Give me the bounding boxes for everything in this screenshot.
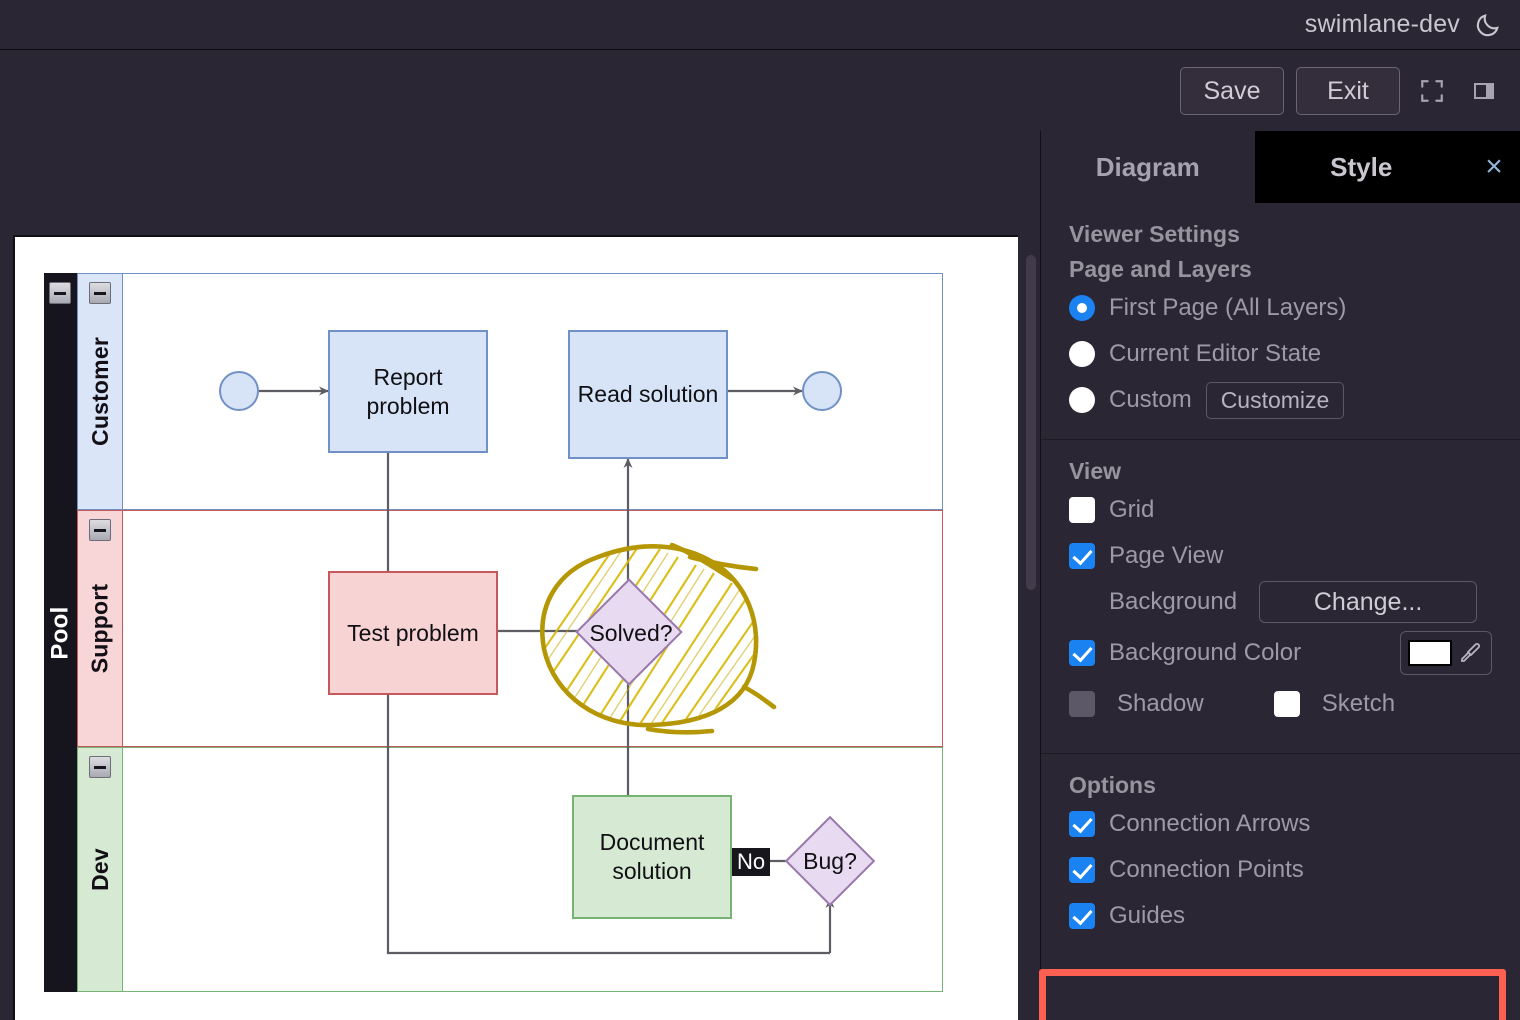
eyedropper-icon[interactable] [1458, 641, 1482, 665]
checkbox-label-page-view: Page View [1109, 542, 1224, 569]
background-label: Background [1109, 588, 1238, 615]
lane-support[interactable]: Support [77, 510, 943, 747]
report-problem-line1: Report [373, 363, 443, 390]
panel-toggle-icon[interactable] [1464, 69, 1504, 113]
page-and-layers-heading: Page and Layers [1069, 256, 1252, 282]
background-color-label: Background Color [1109, 639, 1302, 666]
checkbox-label-shadow: Shadow [1117, 690, 1204, 717]
lane-collapse-dev[interactable] [89, 756, 111, 778]
row-background: Background Change... [1069, 579, 1492, 625]
radio-label-current-editor-state: Current Editor State [1109, 340, 1322, 367]
lane-header-dev[interactable]: Dev [78, 748, 123, 991]
document-solution-line2: solution [612, 858, 692, 884]
row-shadow-sketch[interactable]: Shadow Sketch [1069, 681, 1492, 727]
checkbox-row-guides[interactable]: Guides [1069, 893, 1492, 939]
test-problem-node[interactable]: Test problem [328, 571, 498, 695]
close-icon[interactable]: × [1468, 131, 1520, 203]
checkbox-sketch[interactable] [1273, 691, 1300, 717]
panel-tabs: Diagram Style × [1041, 131, 1520, 203]
tab-style[interactable]: Style [1254, 131, 1468, 203]
background-color-swatch[interactable] [1408, 640, 1452, 666]
lane-header-support[interactable]: Support [78, 511, 123, 746]
document-solution-node[interactable]: Document solution [572, 795, 732, 919]
checkbox-background-color[interactable] [1069, 640, 1095, 666]
checkbox-guides[interactable] [1069, 903, 1095, 929]
bug-decision-label: Bug? [803, 847, 857, 874]
viewer-settings-heading: Viewer Settings [1069, 221, 1240, 247]
checkbox-connection-points[interactable] [1069, 857, 1095, 883]
report-problem-line2: problem [366, 392, 450, 419]
background-change-button[interactable]: Change... [1259, 581, 1478, 623]
read-solution-label: Read solution [577, 381, 719, 408]
radio-first-page[interactable] [1069, 295, 1095, 321]
radio-current-editor-state[interactable] [1069, 341, 1095, 367]
checkbox-connection-arrows[interactable] [1069, 811, 1095, 837]
lane-label-dev: Dev [86, 848, 113, 891]
save-button[interactable]: Save [1180, 67, 1284, 115]
radio-custom[interactable] [1069, 387, 1095, 413]
page-title: swimlane-dev [1304, 10, 1460, 38]
section-view: View Grid Page View Background Change...… [1039, 440, 1520, 1020]
checkbox-label-sketch: Sketch [1321, 690, 1396, 717]
start-event[interactable] [219, 371, 259, 411]
solved-decision-label: Solved? [589, 619, 673, 646]
section-options: Options Connection Arrows Connection Poi… [1041, 754, 1520, 955]
checkbox-page-view[interactable] [1069, 543, 1095, 569]
format-panel: Diagram Style × Viewer Settings Page and… [1039, 131, 1520, 1020]
moon-icon[interactable] [1474, 11, 1502, 39]
canvas-vertical-scrollbar[interactable] [1026, 255, 1036, 590]
report-problem-node[interactable]: Report problem [328, 330, 488, 453]
end-event[interactable] [802, 371, 842, 411]
pool-collapse-button[interactable] [49, 282, 71, 304]
lane-header-customer[interactable]: Customer [78, 274, 123, 509]
radio-row-first-page[interactable]: First Page (All Layers) [1069, 285, 1492, 331]
radio-row-custom[interactable]: Custom Customize [1069, 377, 1492, 423]
radio-label-custom: Custom [1109, 386, 1192, 413]
fullscreen-icon[interactable] [1412, 69, 1452, 113]
checkbox-label-connection-points: Connection Points [1109, 856, 1304, 883]
radio-row-current-editor-state[interactable]: Current Editor State [1069, 331, 1492, 377]
checkbox-label-connection-arrows: Connection Arrows [1109, 810, 1311, 837]
checkbox-shadow[interactable] [1069, 691, 1095, 717]
tab-diagram[interactable]: Diagram [1095, 151, 1200, 182]
checkbox-row-connection-points[interactable]: Connection Points [1069, 847, 1492, 893]
document-solution-line1: Document [599, 829, 705, 856]
test-problem-label: Test problem [347, 619, 479, 646]
background-color-highlight [1039, 969, 1506, 1020]
radio-label-first-page: First Page (All Layers) [1109, 294, 1347, 321]
checkbox-label-guides: Guides [1109, 902, 1186, 929]
customize-button[interactable]: Customize [1205, 381, 1345, 419]
background-color-picker[interactable] [1400, 631, 1492, 675]
pool-label: Pool [46, 605, 74, 660]
checkbox-grid[interactable] [1069, 497, 1095, 523]
toolbar: Save Exit [0, 51, 1520, 131]
row-background-color[interactable]: Background Color [1069, 625, 1492, 681]
lane-label-support: Support [86, 583, 113, 674]
read-solution-node[interactable]: Read solution [568, 330, 728, 459]
pool-header[interactable]: Pool [44, 273, 77, 992]
edge-label-no[interactable]: No [732, 848, 771, 876]
diagram-page: Pool Customer Support [13, 235, 1018, 1020]
checkbox-row-grid[interactable]: Grid [1069, 487, 1492, 533]
options-heading: Options [1069, 772, 1156, 798]
lane-label-customer: Customer [86, 337, 113, 446]
view-heading: View [1069, 458, 1121, 484]
checkbox-label-grid: Grid [1109, 496, 1155, 523]
pool[interactable]: Pool Customer Support [44, 273, 943, 992]
title-bar: swimlane-dev [0, 0, 1520, 50]
checkbox-row-connection-arrows[interactable]: Connection Arrows [1069, 801, 1492, 847]
checkbox-row-page-view[interactable]: Page View [1069, 533, 1492, 579]
exit-button[interactable]: Exit [1296, 67, 1400, 115]
diagram-canvas[interactable]: Pool Customer Support [0, 131, 1040, 1020]
lane-collapse-support[interactable] [89, 519, 111, 541]
lane-collapse-customer[interactable] [89, 282, 111, 304]
lane-body-support[interactable] [123, 511, 942, 746]
section-page-and-layers: Viewer Settings Page and Layers First Pa… [1041, 203, 1520, 440]
